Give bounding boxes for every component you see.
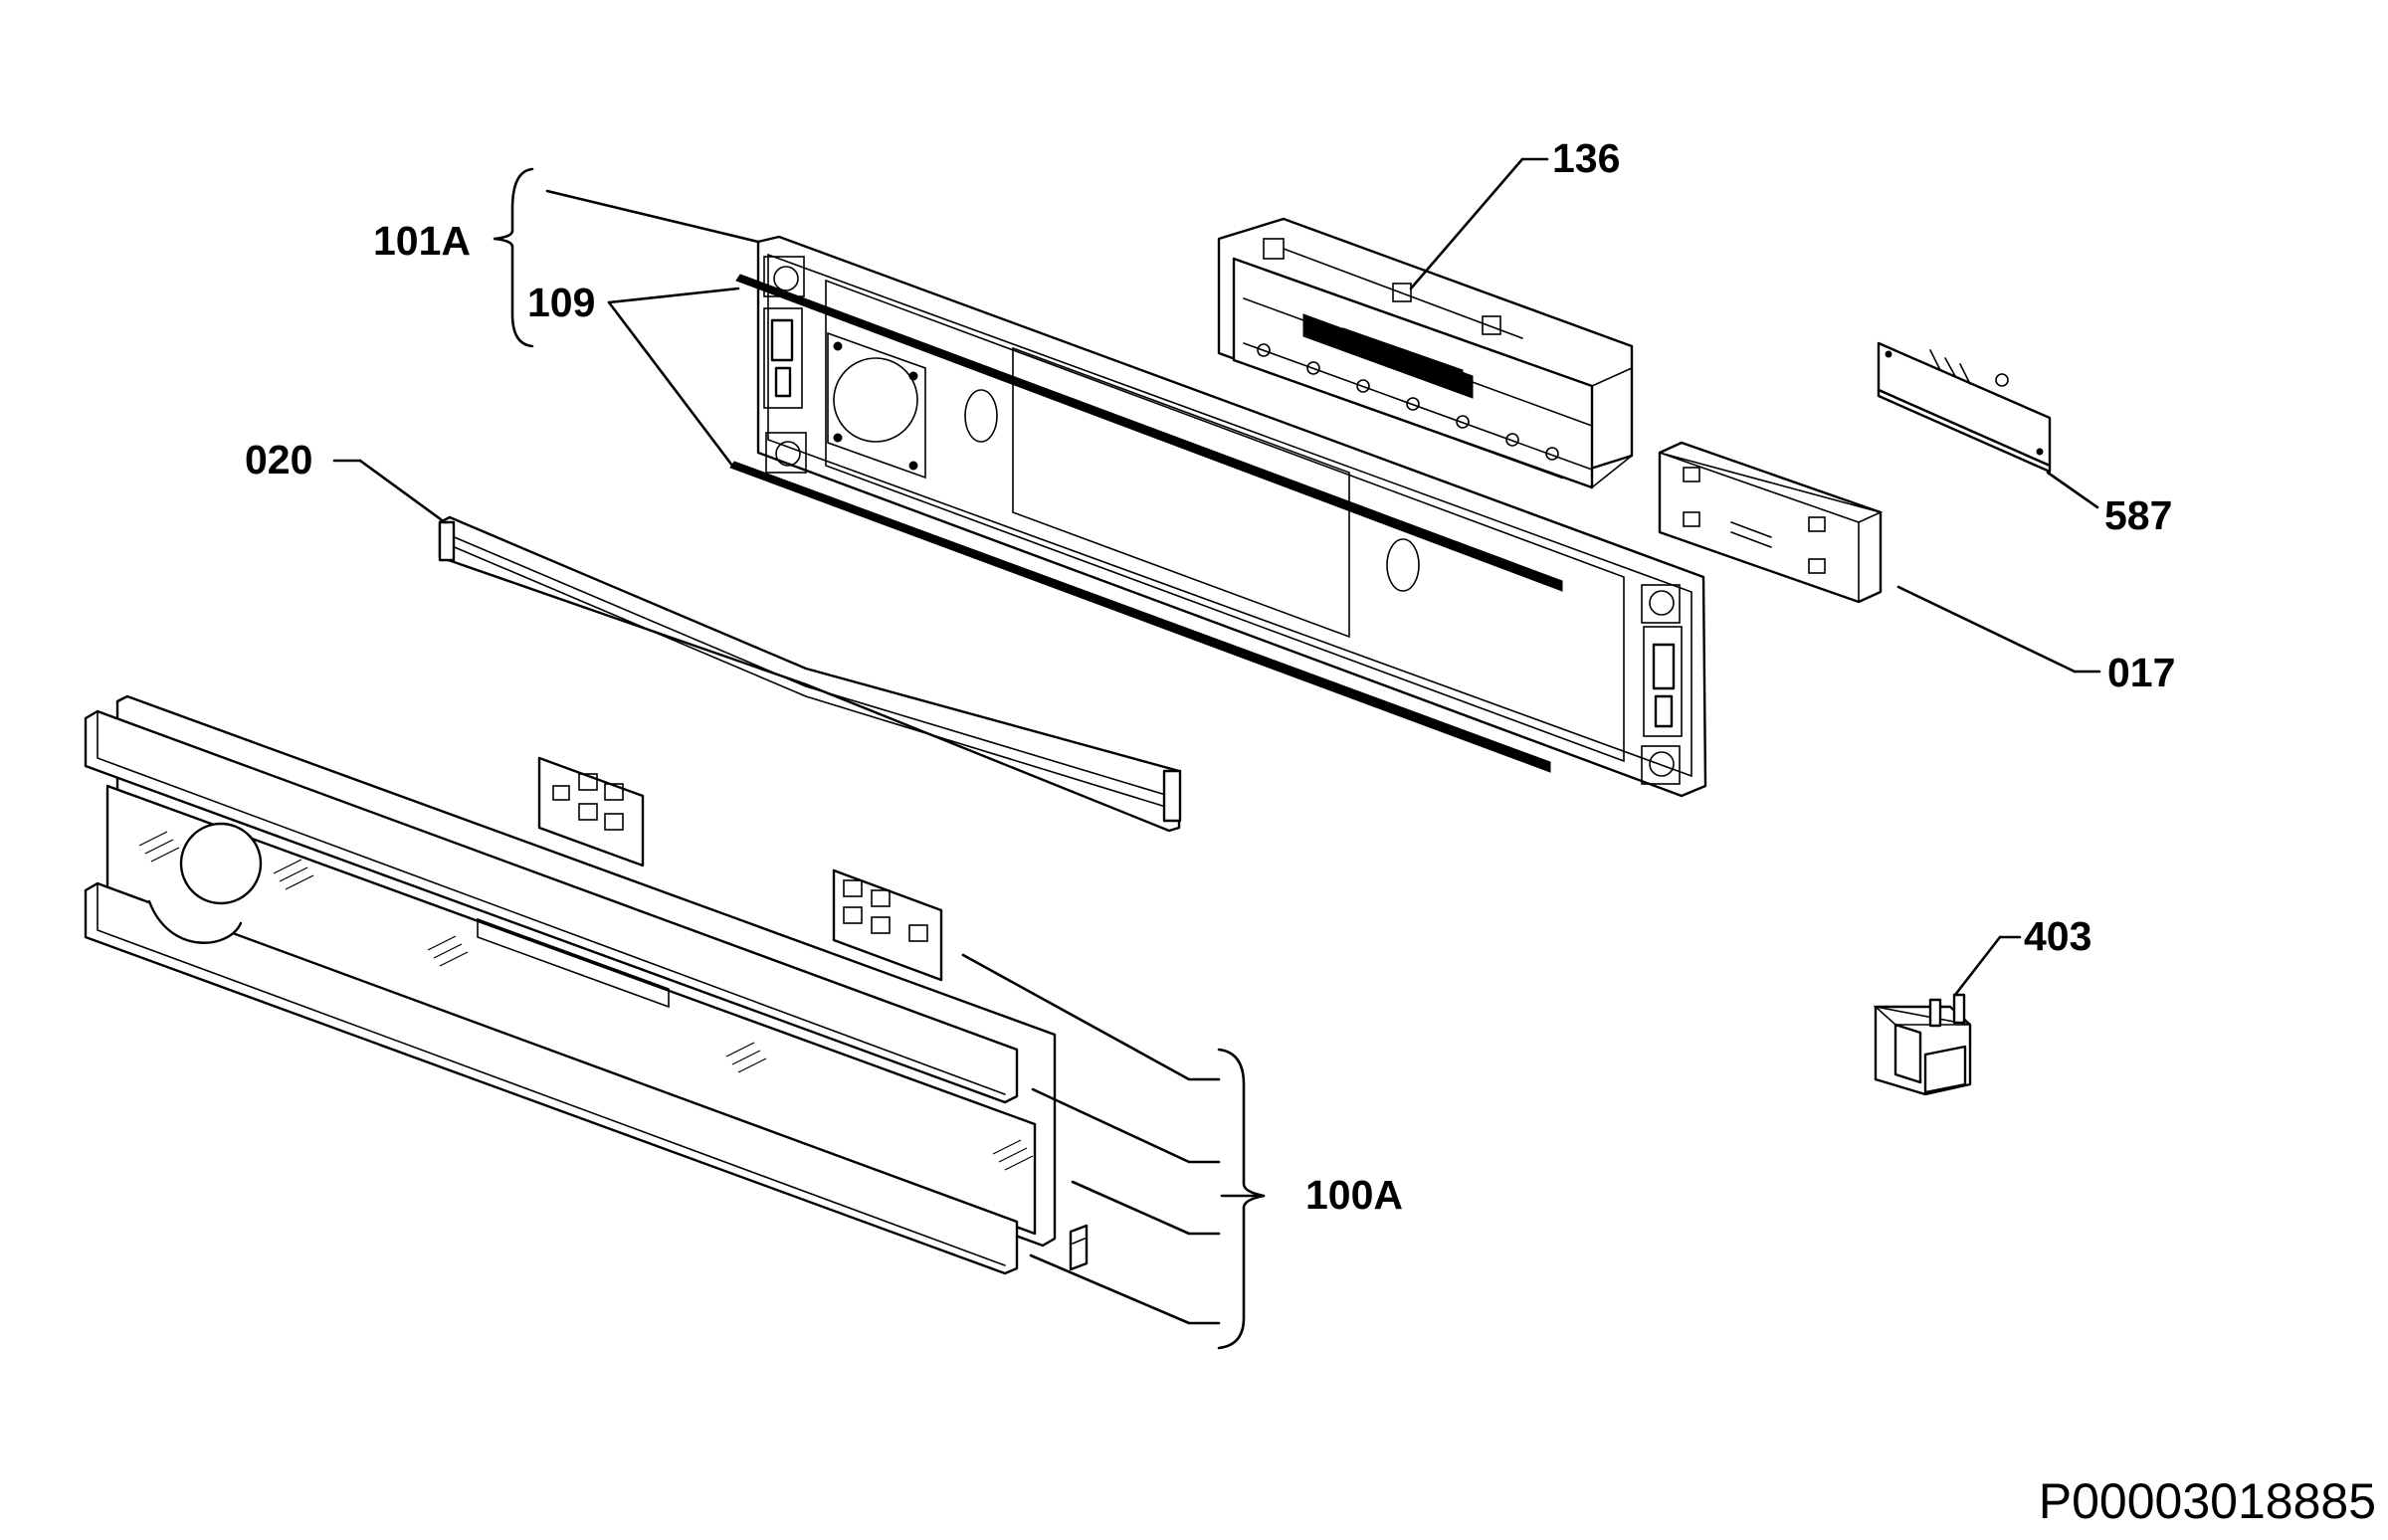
label-109: 109 bbox=[527, 280, 595, 325]
terminal-403 bbox=[1873, 993, 1972, 1096]
label-020: 020 bbox=[245, 437, 312, 482]
leader-lines bbox=[332, 157, 2101, 1350]
front-panel-100A bbox=[84, 694, 1089, 1275]
control-panel-frame-101A bbox=[729, 235, 1707, 798]
label-017: 017 bbox=[2107, 650, 2175, 695]
label-100A: 100A bbox=[1305, 1172, 1403, 1218]
pcb-587 bbox=[1877, 341, 2052, 474]
electronics-housing-136 bbox=[1217, 217, 1634, 489]
touch-keypad-lower bbox=[832, 868, 943, 982]
label-101A: 101A bbox=[373, 218, 471, 264]
bracket-017 bbox=[1658, 441, 1884, 604]
label-403: 403 bbox=[2024, 913, 2091, 959]
label-587: 587 bbox=[2104, 492, 2172, 538]
rail-020 bbox=[438, 515, 1182, 833]
touch-keypad-upper bbox=[537, 756, 645, 867]
drawing-code: P00003018885 bbox=[2039, 1473, 2376, 1529]
label-136: 136 bbox=[1552, 135, 1620, 181]
